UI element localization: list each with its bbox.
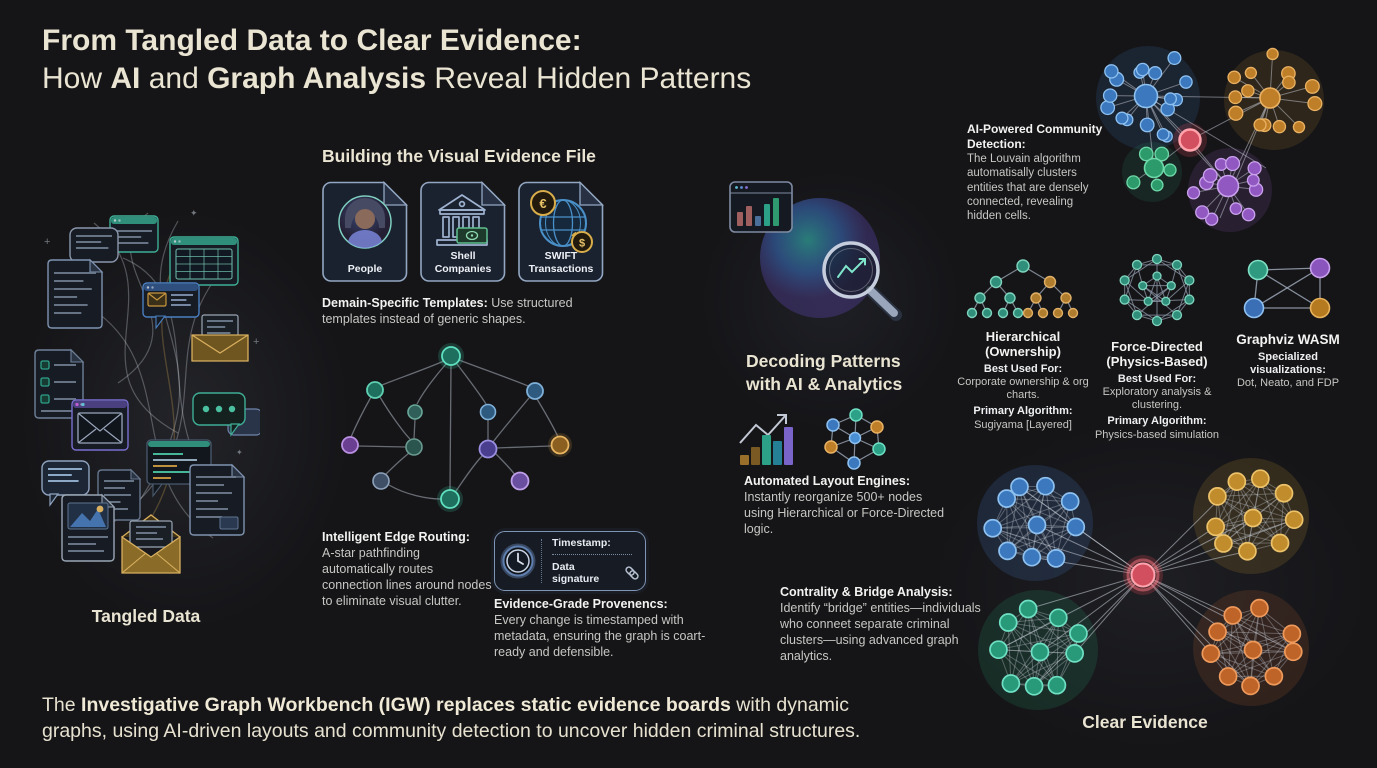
document-card-shape: € $ — [518, 181, 604, 282]
document-card-shape — [322, 181, 408, 282]
svg-text:$: $ — [579, 238, 585, 250]
provenance-note: Evidence-Grade Provenencs: Every change … — [494, 597, 706, 659]
card-swift-transactions: € $ SWIFT Transactions — [518, 181, 604, 282]
tangled-data-illustration — [34, 212, 260, 574]
building-heading: Building the Visual Evidence File — [322, 146, 596, 166]
card-label: Shell Companies — [434, 250, 492, 275]
clock-icon — [495, 543, 541, 579]
person-icon — [338, 195, 392, 249]
data-signature-label: Data signature — [552, 561, 639, 585]
layout-engines-icons — [739, 408, 886, 470]
link-icon — [625, 566, 639, 580]
provenance-box: Timestamp: Data signature — [494, 531, 646, 591]
k4-graph-icon — [1243, 257, 1331, 319]
edge-routing-note: Intelligent Edge Routing: A-star pathfin… — [322, 530, 492, 608]
card-label: People — [347, 262, 383, 275]
plus-icon: + — [44, 236, 51, 248]
community-detection-network — [1096, 46, 1324, 232]
tree-diagram-icon — [966, 259, 1079, 319]
document-card-shape — [420, 181, 506, 282]
templates-note: Demain-Specific Templates: Use structure… — [322, 296, 573, 326]
dotted-rule — [552, 554, 632, 555]
euro-coin-icon: € — [530, 190, 556, 216]
money-icon — [456, 227, 488, 244]
community-note: AI-Powered Community Detection: The Louv… — [967, 122, 1103, 222]
algo-hierarchical: Hierarchical(Ownership) Best Used For: C… — [956, 258, 1090, 432]
magnifier-icon — [822, 241, 902, 321]
decoding-heading: Decoding Patterns with AI & Analytics — [746, 351, 903, 394]
footer-text: The Investigative Graph Workbench (IGW) … — [42, 694, 861, 743]
divider — [541, 539, 542, 583]
algo-force-directed: Force-Directed(Physics-Based) Best Used … — [1090, 250, 1224, 442]
centrality-note: Contrality & Bridge Analysis: Identify “… — [780, 585, 981, 663]
title-line1: From Tangled Data to Clear Evidence: — [42, 24, 582, 57]
magnifier-illustration — [729, 181, 902, 321]
template-cards: People — [322, 181, 604, 282]
tangled-data-label: Tangled Data — [91, 606, 201, 626]
title-line2: How AI and Graph Analysis Reveal Hidden … — [42, 61, 752, 95]
graph-nodes — [341, 343, 572, 512]
force-mesh-icon — [1119, 253, 1195, 327]
layout-engines-note: Automated Layout Engines: Instantly reor… — [744, 474, 945, 536]
page-title: From Tangled Data to Clear Evidence: How… — [42, 22, 751, 97]
sparkle-icon: ✦ — [236, 448, 243, 457]
algo-graphviz: Graphviz WASM Specialized visualizations… — [1224, 254, 1352, 390]
clear-evidence-network — [977, 458, 1309, 710]
plus-icon: + — [253, 336, 260, 348]
routed-graph-illustration — [341, 343, 572, 512]
card-people: People — [322, 181, 408, 282]
growth-chart-icon — [739, 414, 793, 465]
sparkle-icon: ✦ — [190, 208, 198, 218]
chart-window-icon — [729, 181, 793, 233]
clear-evidence-label: Clear Evidence — [1082, 712, 1208, 732]
svg-text:€: € — [539, 196, 546, 211]
dollar-coin-icon: $ — [571, 231, 593, 253]
timestamp-label: Timestamp: — [552, 537, 611, 549]
card-label: SWIFT Transactions — [528, 250, 594, 275]
mini-network-icon — [824, 408, 886, 470]
card-shell-companies: Shell Companies — [420, 181, 506, 282]
